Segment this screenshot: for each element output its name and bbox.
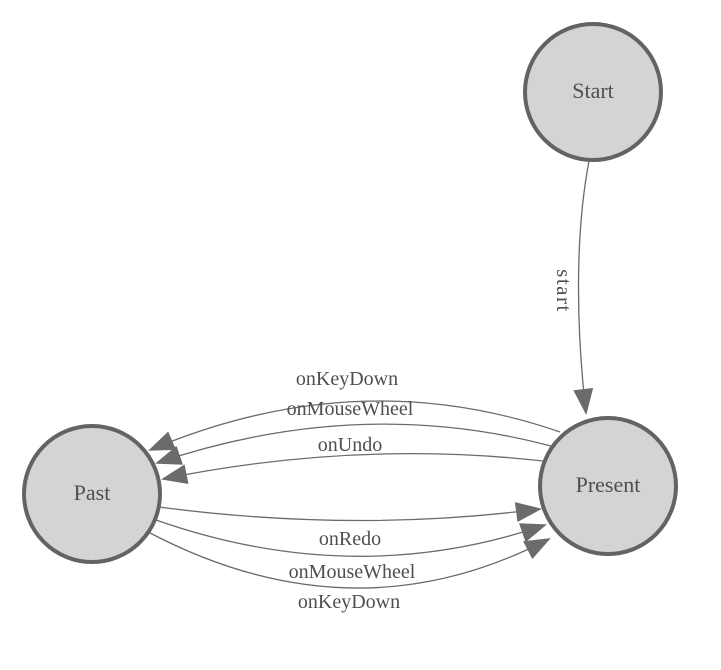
edge-label-onmousewheel-bottom: onMouseWheel (289, 561, 416, 583)
edge-present-to-past-onkeydown[interactable]: onKeyDown (148, 368, 561, 451)
edge-onmousewheel-top-path[interactable] (155, 423, 552, 465)
edge-label-onkeydown-top: onKeyDown (296, 368, 398, 390)
edge-label-onredo: onRedo (319, 528, 381, 550)
edge-present-to-past-onmousewheel[interactable]: onMouseWheel (155, 398, 552, 465)
edge-onmousewheel-bottom-path[interactable] (155, 519, 547, 557)
edge-group: start onKeyDown onMouseWheel onUndo onRe… (148, 160, 594, 613)
node-past-circle[interactable] (22, 424, 162, 564)
node-past[interactable]: Past (22, 424, 162, 564)
edge-label-start: start (552, 269, 576, 313)
edge-onredo-path[interactable] (158, 502, 542, 523)
node-present[interactable]: Present (538, 416, 678, 556)
edge-start-path[interactable] (573, 160, 594, 415)
node-start-label: Start (572, 78, 614, 103)
node-present-circle[interactable] (538, 416, 678, 556)
edge-onkeydown-bottom-path[interactable] (149, 532, 551, 589)
edge-past-to-present-onmousewheel[interactable]: onMouseWheel (155, 519, 547, 583)
edge-label-onkeydown-bottom: onKeyDown (298, 591, 400, 613)
node-start[interactable]: Start (523, 22, 663, 162)
edge-start-to-present[interactable]: start (552, 160, 594, 415)
edge-label-onundo: onUndo (318, 434, 382, 456)
edge-past-to-present-onredo[interactable]: onRedo (158, 502, 542, 550)
edge-onkeydown-top-path[interactable] (148, 400, 561, 451)
edge-onundo-path[interactable] (161, 453, 544, 485)
edge-label-onmousewheel-top: onMouseWheel (287, 398, 414, 420)
node-present-label: Present (576, 472, 641, 497)
node-group: Start Past Present (22, 22, 678, 564)
edge-present-to-past-onundo[interactable]: onUndo (161, 434, 544, 485)
node-start-circle[interactable] (523, 22, 663, 162)
node-past-label: Past (74, 480, 111, 505)
edge-past-to-present-onkeydown[interactable]: onKeyDown (149, 532, 551, 613)
